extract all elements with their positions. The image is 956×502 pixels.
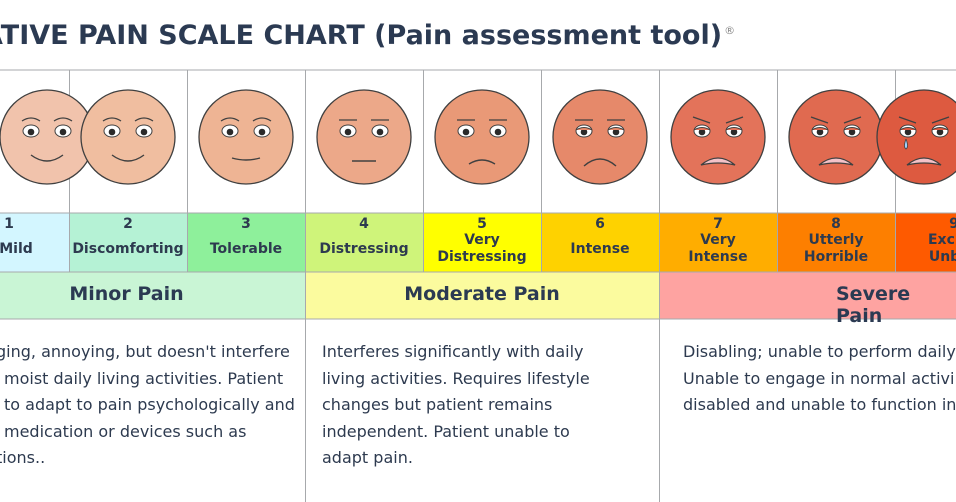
level-label: Very — [464, 232, 500, 248]
level-cell-2 — [69, 213, 187, 272]
band-cell-1 — [305, 272, 659, 319]
level-label: y Mild — [0, 241, 33, 257]
description-line: to adapt to pain psychologically and — [4, 395, 295, 414]
level-number: 9 — [949, 216, 956, 232]
description-line: adapt pain. — [322, 448, 413, 467]
level-label: Intense — [688, 249, 748, 265]
face-6 — [552, 89, 648, 185]
description-line: tions.. — [0, 448, 46, 467]
description-line: disabled and unable to function in — [683, 395, 956, 414]
face-4 — [316, 89, 412, 185]
level-number: 3 — [241, 216, 251, 232]
level-cell-4 — [305, 213, 423, 272]
description-line: changes but patient remains — [322, 395, 553, 414]
band-description: Interferes significantly with daily livin… — [322, 339, 590, 472]
level-number: 7 — [713, 216, 723, 232]
face-1 — [0, 89, 95, 185]
face-7 — [670, 89, 766, 185]
description-line: Disabling; unable to perform daily — [683, 342, 956, 361]
level-number: 5 — [477, 216, 487, 232]
level-label: Tolerable — [209, 241, 283, 257]
level-label: Discomforting — [72, 241, 184, 257]
level-label: Utterly — [808, 232, 864, 248]
level-number: 6 — [595, 216, 605, 232]
description-line: Unable to engage in normal activi — [683, 368, 955, 388]
level-label: Distressing — [319, 241, 409, 257]
band-label: Moderate Pain — [404, 283, 560, 305]
level-cell-6 — [541, 213, 659, 272]
level-cell-9 — [895, 213, 956, 272]
level-label: Unbea — [928, 249, 956, 265]
description-line: ging, annoying, but doesn't interfere — [0, 342, 290, 361]
description-line: living activities. Requires lifestyle — [322, 368, 590, 388]
face-9 — [876, 89, 956, 185]
level-cell-8 — [777, 213, 895, 272]
band-description: ging, annoying, but doesn't interfere moi… — [0, 339, 295, 472]
band-cell-0 — [0, 272, 305, 319]
level-number: 8 — [831, 216, 841, 232]
band-label: Minor Pain — [69, 283, 184, 305]
description-line: moist daily living activities. Patient — [4, 368, 284, 388]
level-label: Horrible — [803, 249, 869, 265]
level-cell-5 — [423, 213, 541, 272]
description-line: Interferes significantly with daily — [322, 342, 584, 361]
level-number: 1 — [4, 216, 14, 232]
description-line: independent. Patient unable to — [322, 421, 570, 441]
face-8 — [788, 89, 884, 185]
registered-mark: ® — [724, 24, 736, 37]
band-label: Severe Pain — [836, 283, 911, 327]
level-label: Excruc — [927, 232, 956, 248]
level-cell-1 — [0, 213, 69, 272]
level-label: Distressing — [437, 249, 527, 265]
level-label: Very — [700, 232, 736, 248]
band-cell-2 — [659, 272, 956, 319]
face-3 — [198, 89, 294, 185]
face-2 — [80, 89, 176, 185]
level-cell-7 — [659, 213, 777, 272]
level-number: 4 — [359, 216, 369, 232]
face-5 — [434, 89, 530, 185]
level-label: Intense — [570, 241, 630, 257]
description-line: medication or devices such as — [4, 421, 247, 441]
chart-title: ATIVE PAIN SCALE CHART (Pain assessment … — [0, 20, 736, 51]
level-cell-3 — [187, 213, 305, 272]
level-number: 2 — [123, 216, 133, 232]
